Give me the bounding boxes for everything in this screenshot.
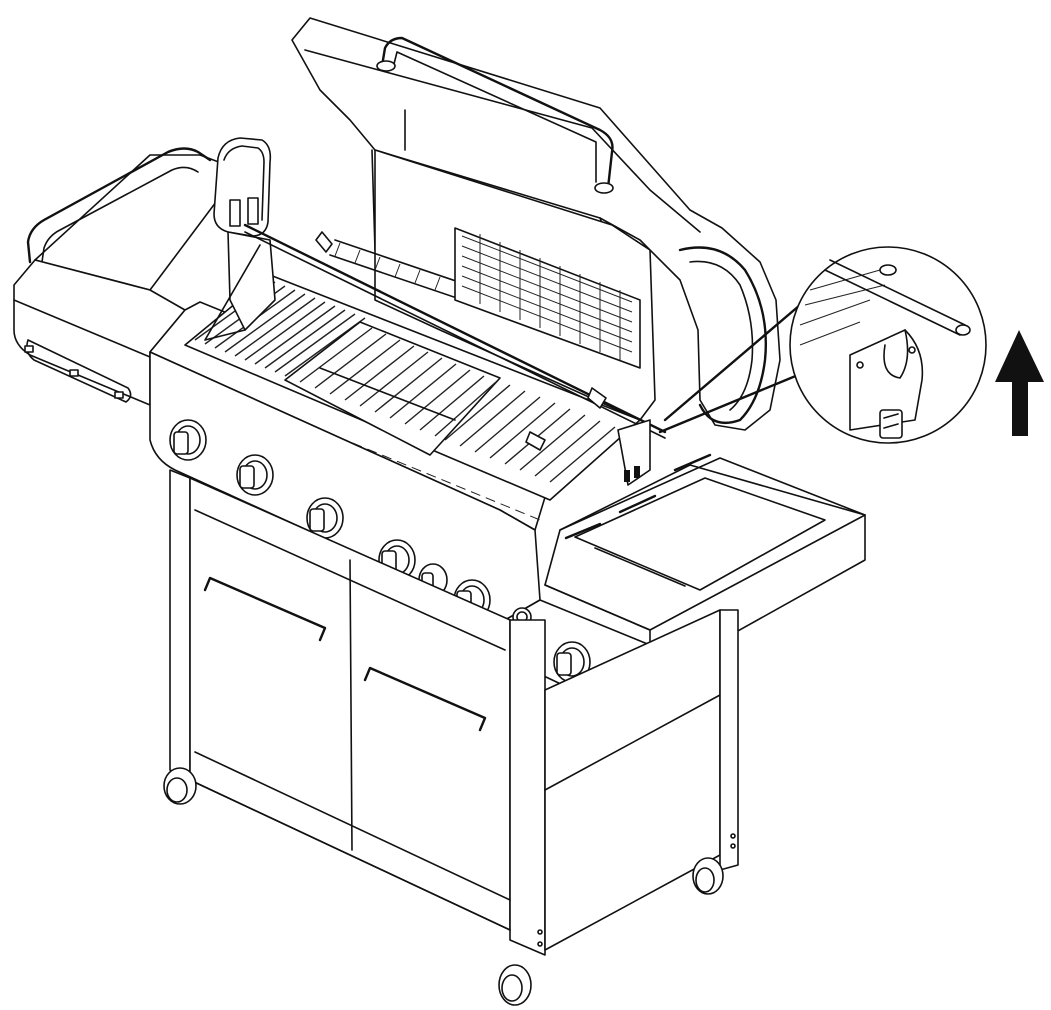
tool-hook-3-icon: [114, 391, 124, 399]
door-left-handle[interactable]: [203, 576, 327, 642]
door-right-handle[interactable]: [363, 666, 487, 732]
knob-1[interactable]: [169, 419, 207, 461]
knob-2[interactable]: [236, 454, 274, 496]
left-side-shelf: [13, 147, 241, 406]
knob-3[interactable]: [306, 497, 344, 539]
side-burner-cover[interactable]: [574, 477, 826, 591]
caster-front-right: [498, 964, 532, 1006]
tool-hook-1-icon: [24, 345, 34, 353]
arrow-up-icon: [995, 330, 1044, 436]
rear-burner: [454, 227, 641, 369]
detail-callout: [658, 246, 987, 444]
rotisserie-motor: [213, 137, 272, 237]
grate-center: [284, 321, 501, 456]
caster-front-left: [163, 767, 197, 805]
caster-rear-right: [692, 857, 724, 895]
tool-hook-2-icon: [69, 369, 79, 377]
rotisserie: [204, 137, 667, 486]
knob-side-burner[interactable]: [553, 641, 591, 683]
left-bracket: [227, 231, 276, 331]
cart: [163, 469, 739, 1006]
right-bracket: [617, 419, 651, 486]
